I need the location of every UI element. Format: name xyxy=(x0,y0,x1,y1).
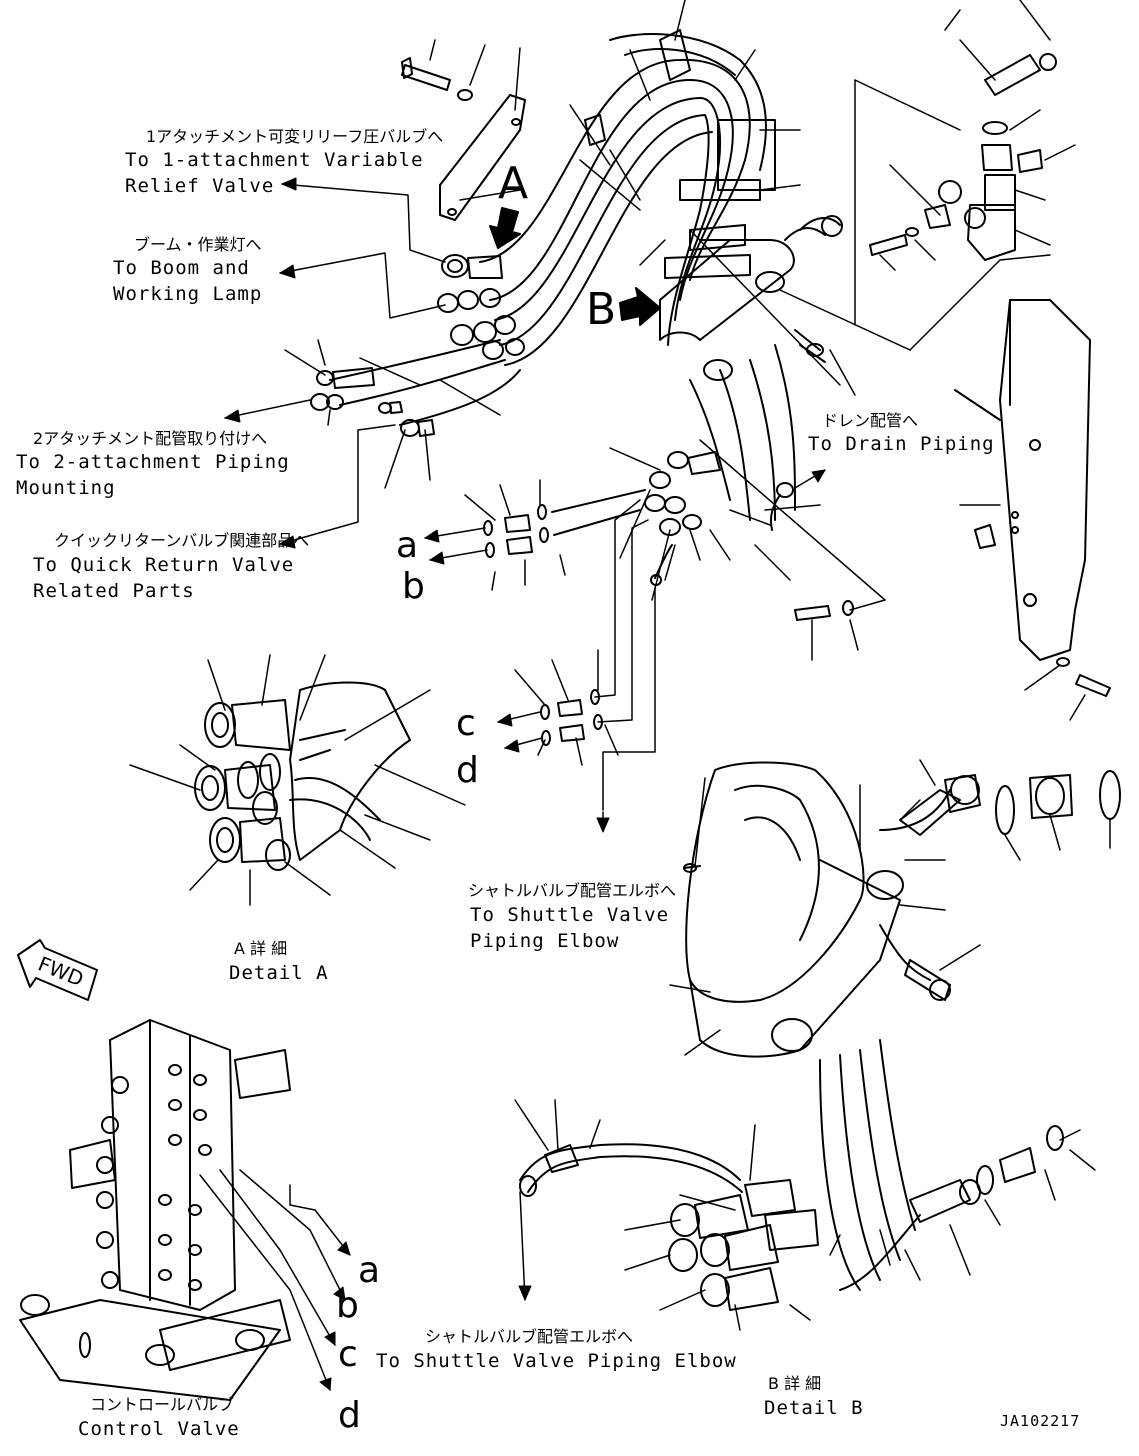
callout-a-lower: a xyxy=(358,1250,380,1291)
center-fittings xyxy=(644,451,794,586)
quick-label-jp: クイックリターンバルブ関連部品へ xyxy=(54,531,310,550)
right-bracket xyxy=(794,299,1111,697)
arrow-b-icon xyxy=(619,287,661,326)
quick-label-en1: To Quick Return Valve xyxy=(33,554,295,576)
leader-arrowheads xyxy=(224,177,826,1391)
boom-label-jp: ブーム・作業灯へ xyxy=(134,235,262,254)
relief-label-en2: Relief Valve xyxy=(125,175,275,197)
detail-b-label-jp: B 詳 細 xyxy=(768,1374,822,1393)
attach2-label-jp: 2アタッチメント配管取り付けへ xyxy=(33,429,268,448)
callout-d-upper: d xyxy=(456,750,479,791)
upper-bracket xyxy=(401,57,526,221)
fwd-arrow-icon xyxy=(17,939,98,1001)
attach2-label-en2: Mounting xyxy=(16,477,116,499)
upper-hose-bundle xyxy=(329,29,776,426)
callout-b-upper: b xyxy=(402,566,425,607)
shuttle2-label-en: To Shuttle Valve Piping Elbow xyxy=(376,1350,737,1372)
detail-b-drawing xyxy=(519,761,1121,1311)
relief-label-jp: 1アタッチメント可変リリーフ圧バルブへ xyxy=(146,127,444,146)
callout-d-lower: d xyxy=(338,1395,361,1436)
manifold-block xyxy=(659,215,843,521)
shuttle2-label-jp: シャトルバルブ配管エルボへ xyxy=(425,1327,634,1346)
quick-label-en2: Related Parts xyxy=(33,580,195,602)
nipples-ab xyxy=(483,489,646,558)
control-valve-label-en: Control Valve xyxy=(78,1418,240,1440)
boom-label-en1: To Boom and xyxy=(113,257,250,279)
detail-a-drawing xyxy=(194,681,411,871)
detail-a-label-jp: A 詳 細 xyxy=(234,939,288,958)
relief-label-en1: To 1-attachment Variable xyxy=(125,149,424,171)
callout-A: A xyxy=(498,158,528,209)
control-valve-label-jp: コントロールバルブ xyxy=(90,1395,235,1414)
fwd-label: FWD xyxy=(35,952,87,992)
callout-b-lower: b xyxy=(336,1285,359,1326)
detail-b-label-en: Detail B xyxy=(764,1397,864,1419)
drain-label-jp: ドレン配管へ xyxy=(822,411,919,430)
callout-a-upper: a xyxy=(396,525,418,566)
callout-c-upper: c xyxy=(456,703,476,744)
drain-label-en: To Drain Piping xyxy=(808,433,995,455)
shuttle1-label-jp: シャトルバルブ配管エルボへ xyxy=(468,881,677,900)
nipples-cd xyxy=(540,689,603,746)
callout-c-lower: c xyxy=(338,1334,358,1375)
leader-lines xyxy=(129,0,1111,1391)
shuttle1-label-en2: Piping Elbow xyxy=(470,930,620,952)
shuttle1-label-en1: To Shuttle Valve xyxy=(470,904,670,926)
boom-label-en2: Working Lamp xyxy=(113,283,263,305)
callout-B: B xyxy=(586,284,616,335)
attach2-label-en1: To 2-attachment Piping xyxy=(16,451,290,473)
detail-a-label-en: Detail A xyxy=(229,962,329,984)
arrow-a-icon xyxy=(489,207,521,249)
drawing-number: JA102217 xyxy=(1000,1412,1081,1430)
upper-fittings xyxy=(310,254,525,437)
upper-right-fittings xyxy=(869,53,1057,261)
control-valve-drawing xyxy=(19,1019,291,1401)
